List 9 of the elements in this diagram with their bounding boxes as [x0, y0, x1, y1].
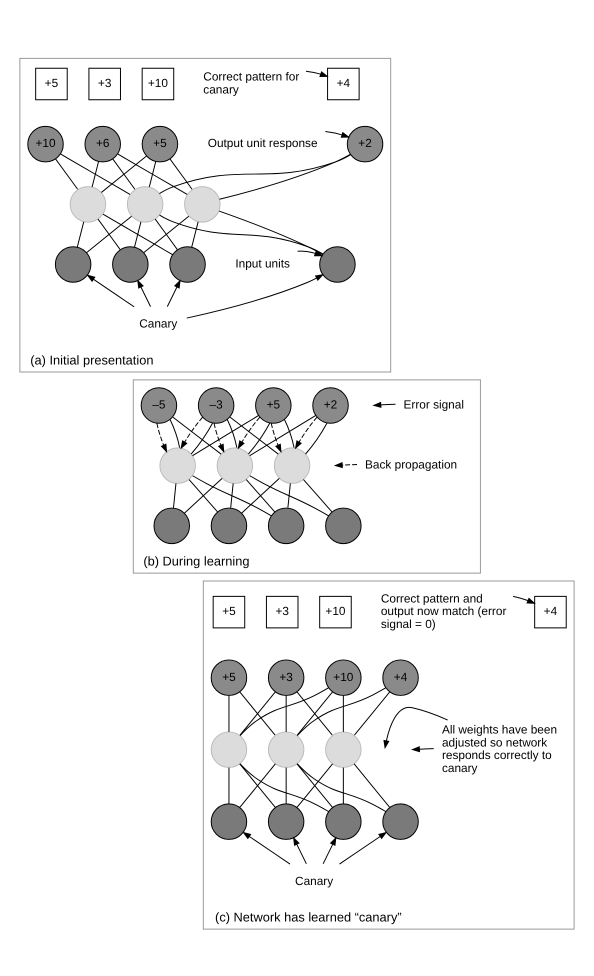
node-text: Output unit response: [208, 136, 318, 150]
node-text: Error signal: [404, 398, 464, 412]
node-text: Back propagation: [365, 458, 458, 472]
node-text: Correct pattern and output now match (error signal = 0): [380, 591, 506, 631]
node-text: Canary: [295, 874, 334, 888]
node-text: Canary: [139, 316, 178, 331]
node-text: All weights have been adjusted so network responds correctly to canary: [442, 722, 558, 775]
node-text: Input units: [235, 256, 290, 271]
node-text: Correct pattern for canary: [203, 70, 300, 96]
